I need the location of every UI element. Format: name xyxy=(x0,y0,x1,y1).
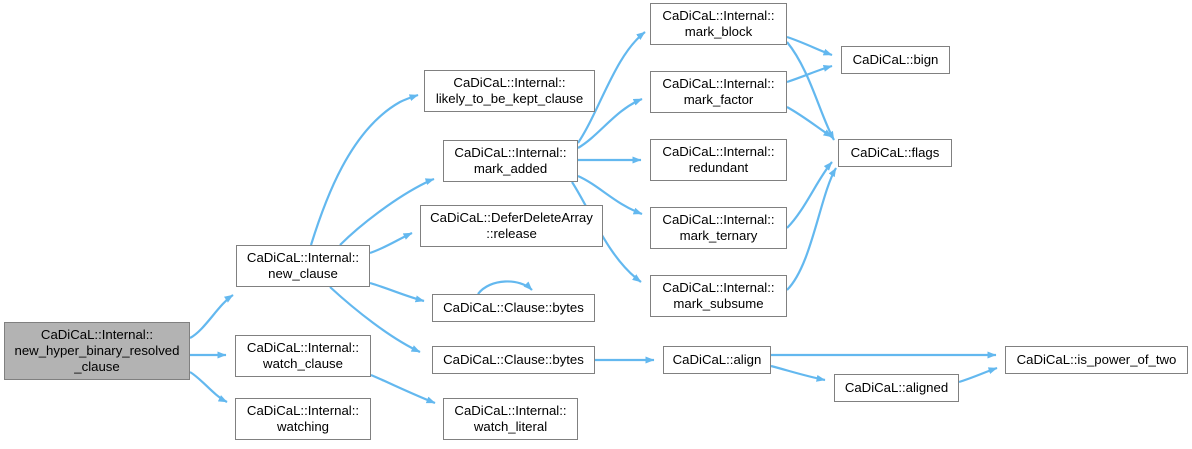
node-label-defer_delete_array_release: CaDiCaL::DeferDeleteArray ::release xyxy=(430,210,593,241)
node-label-flags: CaDiCaL::flags xyxy=(850,145,940,160)
node-label-redundant: CaDiCaL::Internal:: redundant xyxy=(662,144,775,175)
node-redundant[interactable]: CaDiCaL::Internal:: redundant xyxy=(650,139,787,181)
edge-new_clause-to-defer_delete_array_release xyxy=(369,232,413,255)
node-label-new_hyper_binary_resolved_clause: CaDiCaL::Internal:: new_hyper_binary_res… xyxy=(14,327,180,374)
node-aligned[interactable]: CaDiCaL::aligned xyxy=(834,374,959,402)
node-label-watch_clause: CaDiCaL::Internal:: watch_clause xyxy=(246,340,360,371)
node-label-clause_bytes_lower: CaDiCaL::Clause::bytes xyxy=(443,352,584,367)
node-label-bign: CaDiCaL::bign xyxy=(852,52,939,67)
edge-mark_factor-to-bign xyxy=(786,64,833,84)
node-label-watching: CaDiCaL::Internal:: watching xyxy=(246,403,360,434)
edge-align-to-aligned xyxy=(770,364,826,382)
node-label-mark_ternary: CaDiCaL::Internal:: mark_ternary xyxy=(662,212,775,243)
node-label-mark_added: CaDiCaL::Internal:: mark_added xyxy=(454,145,567,176)
node-label-mark_factor: CaDiCaL::Internal:: mark_factor xyxy=(662,76,775,107)
node-clause_bytes_lower[interactable]: CaDiCaL::Clause::bytes xyxy=(432,346,595,374)
node-clause_bytes_upper[interactable]: CaDiCaL::Clause::bytes xyxy=(432,294,595,322)
node-label-align: CaDiCaL::align xyxy=(672,352,762,367)
edge-new_clause-to-clause_bytes_upper xyxy=(369,281,425,303)
node-watch_clause[interactable]: CaDiCaL::Internal:: watch_clause xyxy=(235,335,371,377)
node-watching[interactable]: CaDiCaL::Internal:: watching xyxy=(235,398,371,440)
edge-mark_ternary-to-flags xyxy=(786,161,833,229)
edge-clause_bytes_upper-to-clause_bytes_upper xyxy=(477,280,533,295)
edge-aligned-to-is_power_of_two xyxy=(958,366,998,384)
node-label-clause_bytes_upper: CaDiCaL::Clause::bytes xyxy=(443,300,584,315)
node-label-mark_block: CaDiCaL::Internal:: mark_block xyxy=(662,8,775,39)
node-likely_to_be_kept_clause[interactable]: CaDiCaL::Internal:: likely_to_be_kept_cl… xyxy=(424,70,595,112)
edge-mark_block-to-flags xyxy=(786,41,835,141)
edge-mark_block-to-bign xyxy=(786,35,833,57)
node-watch_literal[interactable]: CaDiCaL::Internal:: watch_literal xyxy=(443,398,578,440)
node-label-likely_to_be_kept_clause: CaDiCaL::Internal:: likely_to_be_kept_cl… xyxy=(435,75,584,106)
node-flags[interactable]: CaDiCaL::flags xyxy=(838,139,952,167)
node-mark_added[interactable]: CaDiCaL::Internal:: mark_added xyxy=(443,140,578,182)
node-defer_delete_array_release[interactable]: CaDiCaL::DeferDeleteArray ::release xyxy=(420,205,603,247)
edge-new_clause-to-likely_to_be_kept_clause xyxy=(309,93,419,246)
node-label-mark_subsume: CaDiCaL::Internal:: mark_subsume xyxy=(662,280,775,311)
node-mark_block[interactable]: CaDiCaL::Internal:: mark_block xyxy=(650,3,787,45)
edge-mark_factor-to-flags xyxy=(786,106,833,138)
node-align[interactable]: CaDiCaL::align xyxy=(663,346,771,374)
node-label-is_power_of_two: CaDiCaL::is_power_of_two xyxy=(1016,352,1177,367)
node-mark_factor[interactable]: CaDiCaL::Internal:: mark_factor xyxy=(650,71,787,113)
edge-new_hyper_binary_resolved_clause-to-new_clause xyxy=(189,294,234,339)
edge-watch_clause-to-watch_literal xyxy=(370,373,436,405)
edge-new_hyper_binary_resolved_clause-to-watching xyxy=(189,371,228,403)
node-new_hyper_binary_resolved_clause[interactable]: CaDiCaL::Internal:: new_hyper_binary_res… xyxy=(4,322,190,380)
node-label-watch_literal: CaDiCaL::Internal:: watch_literal xyxy=(454,403,567,434)
node-mark_subsume[interactable]: CaDiCaL::Internal:: mark_subsume xyxy=(650,275,787,317)
node-label-new_clause: CaDiCaL::Internal:: new_clause xyxy=(246,250,360,281)
node-new_clause[interactable]: CaDiCaL::Internal:: new_clause xyxy=(236,245,370,287)
node-bign[interactable]: CaDiCaL::bign xyxy=(841,46,950,74)
node-is_power_of_two[interactable]: CaDiCaL::is_power_of_two xyxy=(1005,346,1188,374)
node-mark_ternary[interactable]: CaDiCaL::Internal:: mark_ternary xyxy=(650,207,787,249)
edge-mark_subsume-to-flags xyxy=(786,167,837,291)
node-label-aligned: CaDiCaL::aligned xyxy=(844,380,949,395)
